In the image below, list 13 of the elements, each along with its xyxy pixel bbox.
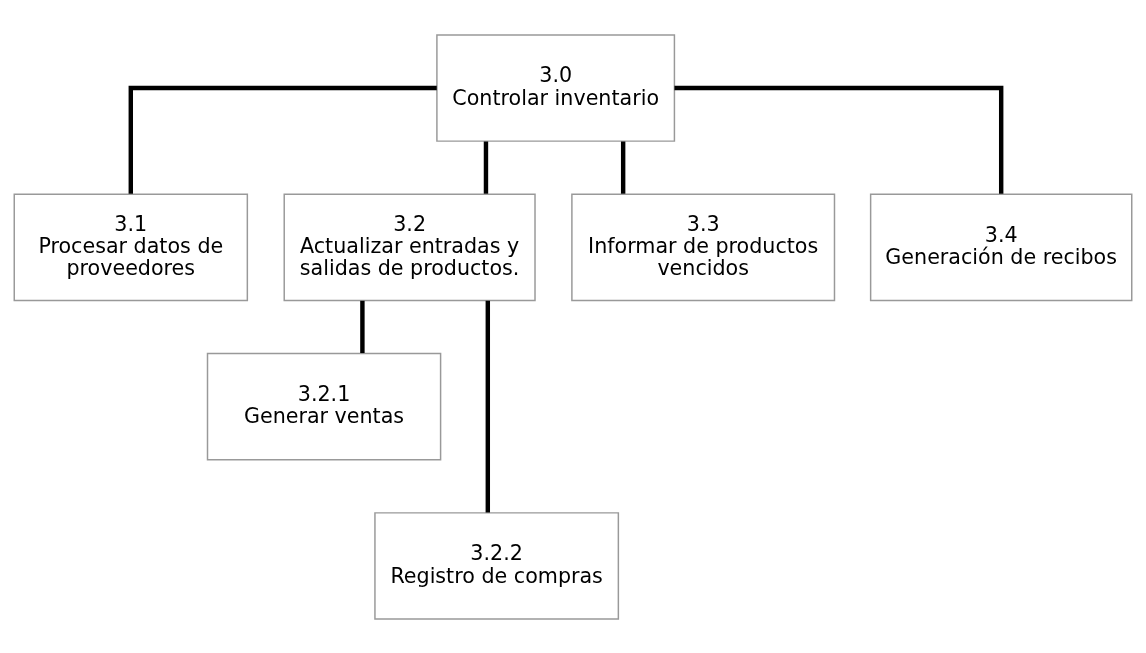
node-box: 3.2.1 Generar ventas	[206, 352, 442, 460]
connector	[620, 141, 626, 194]
node-box: 3.4 Generación de recibos	[869, 193, 1133, 301]
connector	[483, 141, 489, 194]
connector	[360, 300, 365, 353]
connector	[485, 300, 490, 512]
node-box: 3.0 Controlar inventario	[436, 33, 676, 142]
node-box: 3.3 Informar de productos vencidos	[571, 193, 836, 301]
node-box: 3.2 Actualizar entradas y salidas de productos.	[283, 193, 536, 301]
connector	[674, 85, 1004, 194]
connector	[128, 85, 437, 194]
node-box: 3.1 Procesar datos de proveedores	[13, 193, 249, 301]
node-box: 3.2.2 Registro de compras	[374, 511, 620, 620]
